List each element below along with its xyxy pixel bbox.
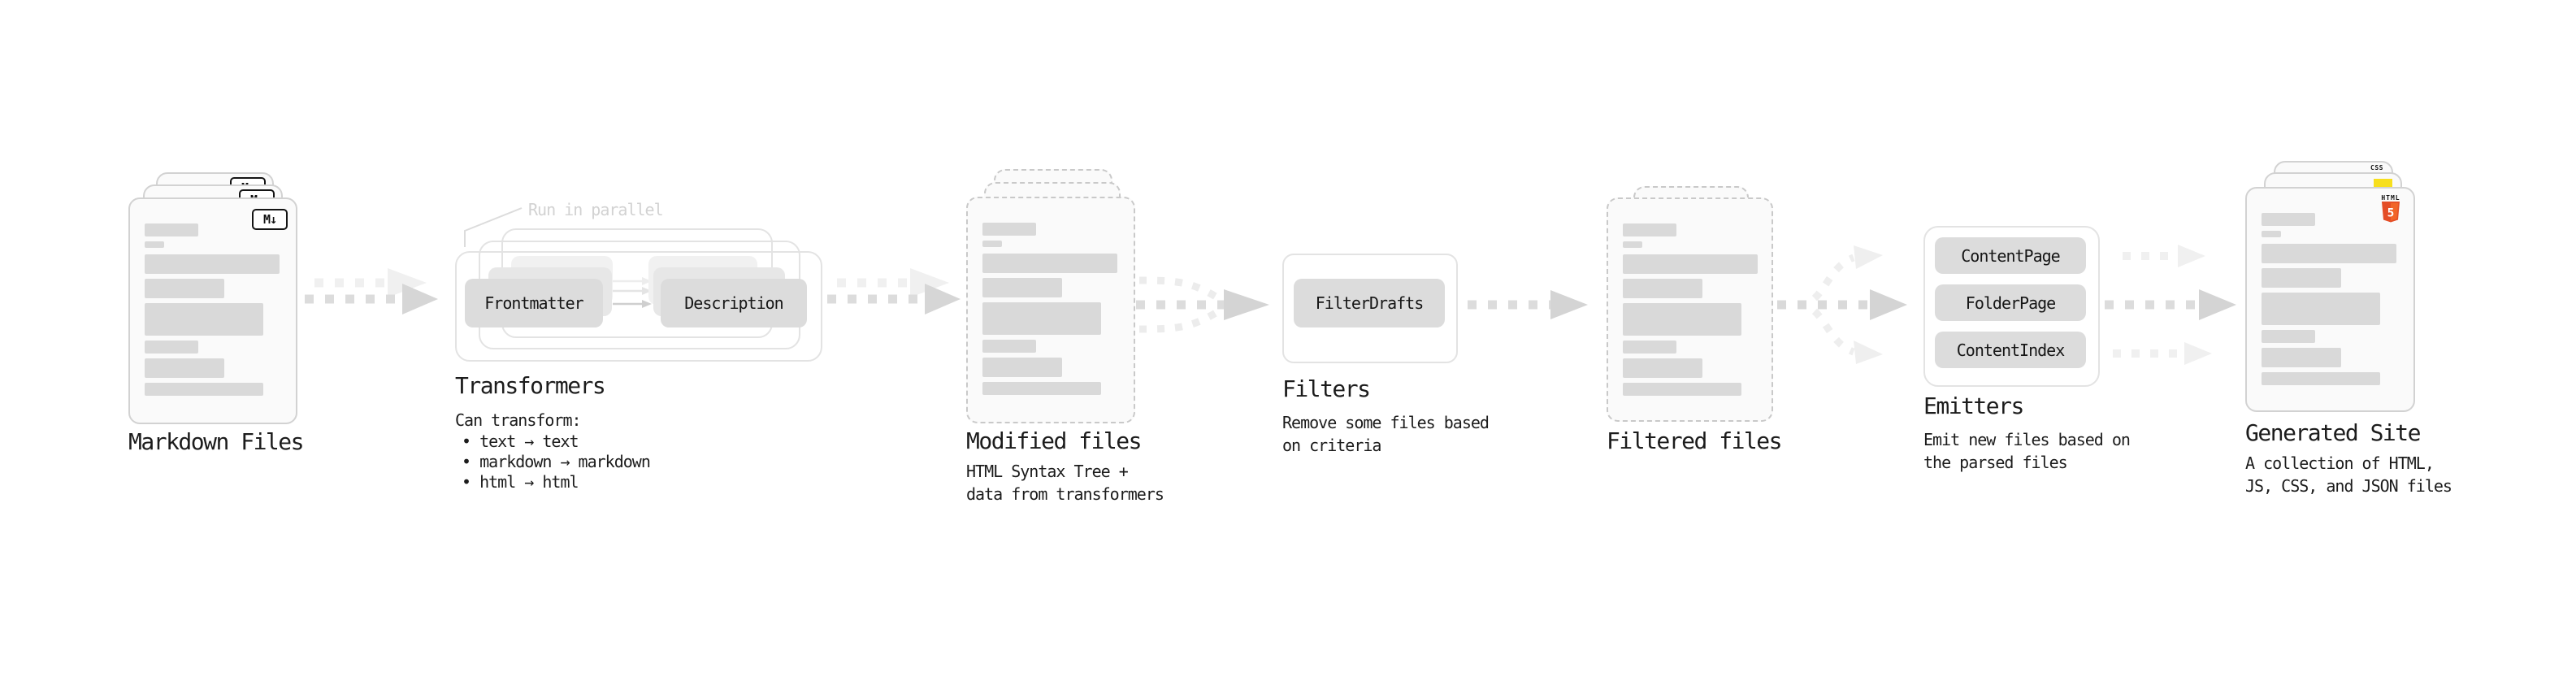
annotation-callout-line [464,207,523,247]
transformers-layer-front [455,251,822,362]
placeholder-bar [1623,303,1741,336]
markdown-files-title: Markdown Files [128,428,305,455]
filters-title: Filters [1282,375,1371,402]
frontmatter-transformer: Frontmatter [465,279,603,327]
placeholder-bar [982,278,1062,297]
folderpage-emitter: FolderPage [1935,284,2086,321]
filters-caption: Remove some files based on criteria [1282,413,1490,455]
svg-text:5: 5 [2387,207,2395,220]
generated-site-caption: A collection of HTML, JS, CSS, and JSON … [2245,453,2452,496]
placeholder-bar [982,223,1036,236]
placeholder-bar [145,383,263,396]
modified-file-card-front [966,197,1135,423]
modified-files-title: Modified files [966,427,1143,454]
markdown-file-card-front: M↓ [128,197,297,424]
placeholder-bar [145,303,263,336]
converge-arrow-icon [1136,276,1269,333]
placeholder-bar [2262,330,2315,343]
emitters-caption: Emit new files based on the parsed files [1923,430,2131,472]
placeholder-bar [982,241,1002,247]
placeholder-bar [1623,279,1702,298]
contentpage-emitter: ContentPage [1935,237,2086,274]
run-in-parallel-label: Run in parallel [528,200,664,219]
emitters-title: Emitters [1923,393,2024,419]
placeholder-bar [982,340,1036,353]
transformers-caption-heading: Can transform: [455,410,582,430]
placeholder-bar [1623,358,1702,378]
modified-files-caption: HTML Syntax Tree + data from transformer… [966,462,1164,504]
transformers-bullet: • markdown → markdown [462,452,651,471]
placeholder-bar [2262,213,2315,226]
placeholder-bar [145,254,280,274]
markdown-icon: M↓ [252,209,288,230]
description-transformer: Description [661,279,807,327]
placeholder-bar [2262,268,2341,288]
placeholder-bar [2262,293,2380,325]
placeholder-bar [2262,231,2281,237]
filterdrafts-filter: FilterDrafts [1294,279,1445,327]
placeholder-bar [2262,372,2380,385]
placeholder-bar [1623,254,1758,274]
js-file-icon [2374,179,2392,189]
generated-site-title: Generated Site [2245,419,2422,446]
placeholder-bar [2262,348,2341,367]
placeholder-bar [145,358,224,378]
placeholder-bar [982,254,1117,273]
flow-arrow-icon [827,268,961,314]
placeholder-bar [982,302,1101,335]
placeholder-bar [1623,241,1642,248]
filtered-files-title: Filtered files [1607,427,1783,454]
flow-arrow-icon [1468,290,1588,319]
placeholder-bar [1623,223,1676,236]
html5-icon: HTML 5 [2379,194,2403,224]
triple-arrow-icon [2105,245,2236,365]
diverge-arrow-icon [1777,245,1907,364]
placeholder-bar [145,223,198,236]
placeholder-bar [145,340,198,354]
transformers-bullet: • html → html [462,472,579,492]
transformers-title: Transformers [455,372,606,399]
placeholder-bar [982,358,1062,377]
html-file-card: HTML 5 [2245,187,2415,412]
placeholder-bar [2262,244,2396,263]
placeholder-bar [1623,340,1676,354]
contentindex-emitter: ContentIndex [1935,332,2086,368]
placeholder-bar [982,382,1101,395]
filtered-file-card-front [1607,197,1773,422]
flow-arrow-icon [305,268,438,314]
transformers-bullet: • text → text [462,432,579,451]
placeholder-bar [145,279,224,298]
parallel-arrows-icon [613,277,652,308]
placeholder-bar [145,241,164,248]
placeholder-bar [1623,383,1741,396]
